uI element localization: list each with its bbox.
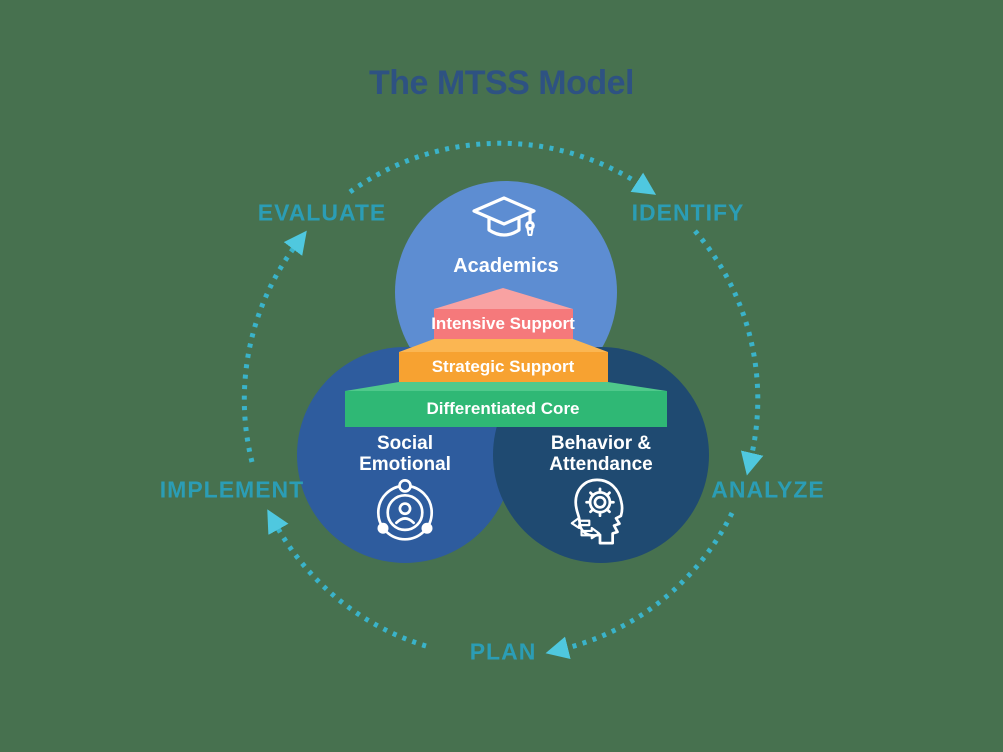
arc-plan-to-implement xyxy=(267,509,427,649)
tier-core-label: Differentiated Core xyxy=(426,399,580,418)
cycle-step-evaluate: EVALUATE xyxy=(257,199,387,226)
tier-intensive-top xyxy=(434,288,573,309)
academics-label: Academics xyxy=(453,255,559,277)
tier-intensive-label: Intensive Support xyxy=(431,314,575,333)
behavior-attendance-label: Behavior & Attendance xyxy=(549,433,653,475)
cycle-step-analyze: ANALYZE xyxy=(711,476,825,503)
cycle-step-plan: PLAN xyxy=(469,638,537,665)
tier-intensive-face xyxy=(434,309,573,339)
tier-core-face xyxy=(345,391,667,427)
arc-evaluate-to-identify xyxy=(348,140,657,195)
head-gear-icon xyxy=(570,478,624,545)
page-title: The MTSS Model xyxy=(369,64,635,102)
tier-strategic-label: Strategic Support xyxy=(431,357,575,376)
graduation-cap-icon xyxy=(472,196,536,237)
social-emotional-label: Social Emotional xyxy=(359,433,451,475)
cycle-step-identify: IDENTIFY xyxy=(631,199,745,226)
arc-identify-to-analyze xyxy=(693,229,764,476)
tier-strategic-face xyxy=(399,352,608,382)
cycle-step-implement: IMPLEMENT xyxy=(159,476,305,503)
person-network-icon xyxy=(376,479,434,541)
tier-core-top xyxy=(345,382,667,391)
tier-strategic-top xyxy=(399,339,608,352)
